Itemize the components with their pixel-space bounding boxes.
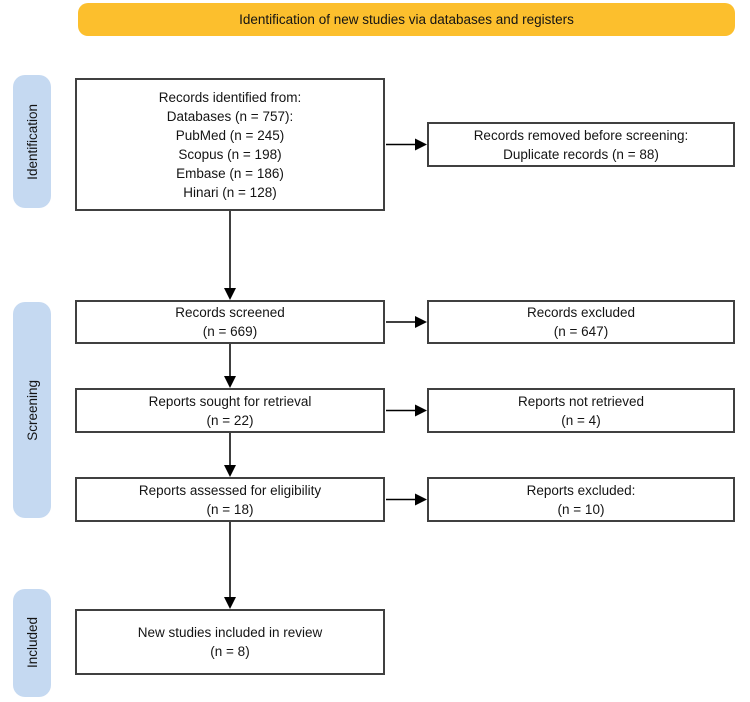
box-text-line: Reports not retrieved bbox=[517, 393, 645, 409]
records-excluded-box: Records excluded (n = 647) bbox=[427, 300, 735, 344]
box-text-line: Records excluded bbox=[526, 305, 636, 320]
banner: Identification of new studies via databa… bbox=[78, 3, 735, 36]
records-screened-box: Records screened (n = 669) bbox=[75, 300, 385, 344]
box-text-line: (n = 22) bbox=[206, 412, 254, 428]
arrow-screened-to-excluded bbox=[386, 316, 427, 328]
box-text-line: (n = 18) bbox=[206, 501, 254, 517]
box-text-line: New studies included in review bbox=[137, 625, 323, 640]
box-text-line: Reports excluded: bbox=[526, 482, 636, 498]
arrow-sought-to-not-retrieved bbox=[386, 404, 427, 417]
box-text-line: (n = 669) bbox=[202, 324, 258, 339]
records-identified-box: Records identified from: Databases (n = … bbox=[75, 78, 385, 211]
box-text-line: Duplicate records (n = 88) bbox=[503, 146, 659, 162]
box-text-line: PubMed (n = 245) bbox=[175, 127, 285, 143]
box-text-line: Hinari (n = 128) bbox=[183, 184, 277, 200]
reports-assessed-box: Reports assessed for eligibility (n = 18… bbox=[75, 477, 385, 522]
stage-label-screening: Screening bbox=[13, 302, 51, 518]
arrow-assessed-to-excluded bbox=[386, 493, 427, 506]
box-text-line: Reports sought for retrieval bbox=[148, 393, 312, 409]
reports-excluded-box: Reports excluded: (n = 10) bbox=[427, 477, 735, 522]
arrow-identified-to-removed bbox=[386, 138, 427, 151]
reports-sought-box: Reports sought for retrieval (n = 22) bbox=[75, 388, 385, 433]
stage-label-identification: Identification bbox=[13, 75, 51, 208]
box-text-line: (n = 647) bbox=[553, 324, 609, 339]
stage-label-included: Included bbox=[13, 589, 51, 697]
box-text-line: Embase (n = 186) bbox=[176, 165, 284, 181]
reports-not-retrieved-box: Reports not retrieved (n = 4) bbox=[427, 388, 735, 433]
arrow-assessed-to-included bbox=[224, 522, 236, 609]
box-text-line: Reports assessed for eligibility bbox=[138, 482, 322, 498]
records-removed-box: Records removed before screening: Duplic… bbox=[427, 122, 735, 167]
box-text-line: Records identified from: bbox=[158, 89, 302, 105]
box-text-line: (n = 8) bbox=[210, 644, 250, 659]
studies-included-box: New studies included in review (n = 8) bbox=[75, 609, 385, 675]
banner-title: Identification of new studies via databa… bbox=[239, 12, 574, 27]
box-text-line: Records screened bbox=[175, 305, 285, 320]
stage-label-included-text: Included bbox=[24, 617, 40, 669]
stage-label-screening-text: Screening bbox=[24, 379, 40, 441]
box-text-line: Records removed before screening: bbox=[473, 127, 689, 143]
box-text-line: (n = 4) bbox=[561, 412, 601, 428]
box-text-line: Databases (n = 757): bbox=[166, 108, 294, 124]
arrow-sought-to-assessed bbox=[224, 433, 236, 477]
box-text-line: Scopus (n = 198) bbox=[178, 146, 282, 162]
arrow-screened-to-sought bbox=[224, 344, 236, 388]
arrow-identified-to-screened bbox=[224, 211, 236, 300]
box-text-line: (n = 10) bbox=[557, 501, 605, 517]
stage-label-identification-text: Identification bbox=[24, 103, 40, 180]
